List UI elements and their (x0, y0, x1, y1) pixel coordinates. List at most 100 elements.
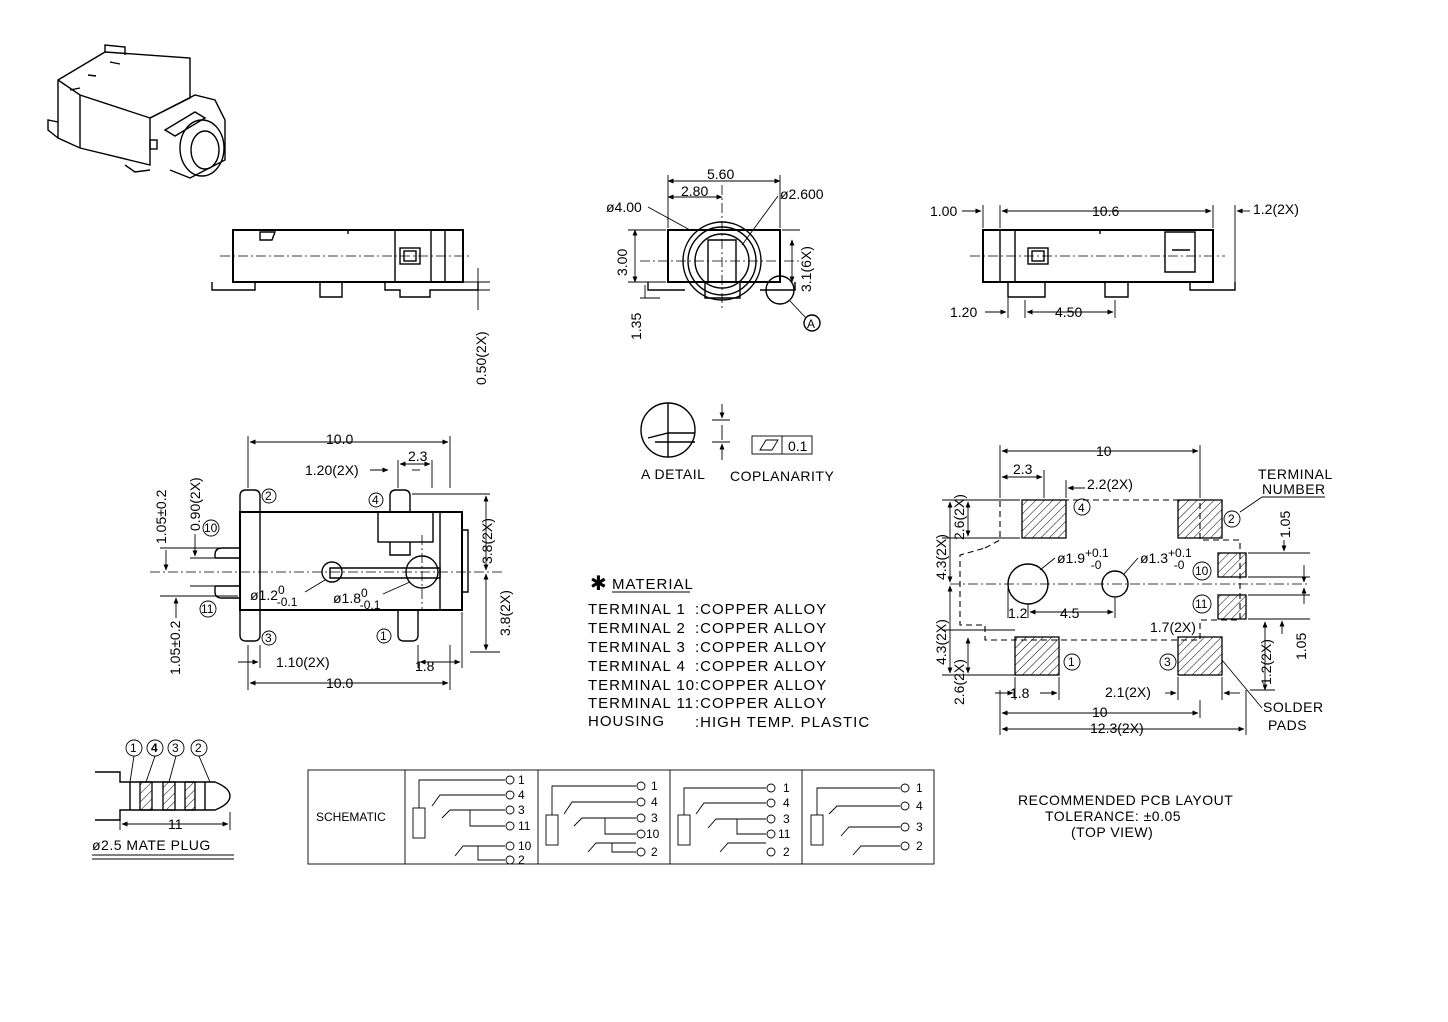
coplanarity-label: COPLANARITY (730, 468, 834, 484)
material-part: TERMINAL 10 (588, 677, 695, 694)
detail-ref-a: A (807, 317, 815, 331)
material-value: :COPPER ALLOY (695, 695, 827, 712)
plug-terminal-1: 1 (130, 741, 137, 755)
dim-upper-half: 3.8(2X) (479, 518, 495, 564)
material-value: :COPPER ALLOY (695, 658, 827, 675)
material-part: HOUSING (588, 713, 665, 730)
pcb-terminal-4: 4 (1078, 501, 1085, 515)
dim-pad-width: 1.10(2X) (276, 654, 330, 670)
pin-label: 1 (518, 773, 525, 787)
pcb-dim-pad-width-bottom: 2.1(2X) (1105, 684, 1151, 700)
dim-pin-width: 1.20(2X) (305, 462, 359, 478)
schematic-variant-2: 1 4 3 10 2 (545, 779, 660, 859)
pcb-terminal-2: 2 (1228, 512, 1235, 526)
dim-side-pin-top: 1.05±0.2 (153, 489, 169, 544)
pin-label: 11 (518, 819, 531, 833)
dim-pin1-offset: 1.8 (415, 658, 435, 674)
side-view-left: 0.50(2X) (211, 229, 490, 385)
material-part: TERMINAL 1 (588, 601, 686, 618)
bottom-terminal-4: 4 (372, 493, 379, 507)
solder-pad (1177, 499, 1223, 539)
schematic-label: SCHEMATIC (316, 810, 386, 824)
dim-width: 5.60 (707, 166, 734, 182)
dim-center-height: 1.35 (628, 313, 644, 340)
bottom-terminal-2: 2 (265, 489, 272, 503)
material-table: ✱ MATERIAL TERMINAL 1 :COPPER ALLOY TERM… (588, 573, 870, 731)
dim-inner-dia: ø2.600 (780, 186, 824, 202)
dim-side-pin-width: 0.90(2X) (187, 477, 203, 531)
solder-pad (1177, 636, 1223, 676)
pcb-notes: RECOMMENDED PCB LAYOUT TOLERANCE: ±0.05 … (1018, 792, 1233, 840)
pcb-dim-side-pad-top: 1.05 (1277, 511, 1293, 538)
bottom-terminal-3: 3 (265, 631, 272, 645)
dim-pin-spacing: 4.50 (1055, 304, 1082, 320)
solder-pad (1021, 499, 1067, 539)
material-rows: TERMINAL 1 :COPPER ALLOY TERMINAL 2 :COP… (588, 601, 870, 731)
solder-pads-label: PADS (1268, 717, 1307, 733)
pin-label: 10 (518, 839, 532, 853)
material-part: TERMINAL 2 (588, 620, 686, 637)
pcb-dim-pad-height-right: 1.2(2X) (1258, 639, 1274, 685)
material-part: TERMINAL 11 (588, 695, 694, 712)
pin-label: 10 (646, 827, 660, 841)
pcb-dim-pad-width: 2.2(2X) (1087, 476, 1133, 492)
schematic-variant-4: 1 4 3 2 (810, 781, 923, 856)
material-heading: MATERIAL (612, 576, 694, 593)
dim-lower-half: 3.8(2X) (497, 590, 513, 636)
pin-label: 11 (778, 827, 791, 841)
pcb-dim-hole-spacing: 4.5 (1060, 605, 1080, 621)
solder-pad (1217, 594, 1247, 620)
asterisk-icon: ✱ (590, 573, 607, 595)
dim-top-length: 10.0 (326, 431, 353, 447)
front-view: A 5.60 2.80 ø4.00 ø2.600 3.00 3.1(6X) 1.… (606, 166, 824, 340)
bottom-terminal-10: 10 (204, 521, 218, 535)
pcb-layout: 4 2 10 11 1 3 10 2.3 2.2(2X) 2.6(2X) 4.3… (933, 443, 1332, 736)
dim-side-pin-bottom: 1.05±0.2 (167, 620, 183, 675)
material-value: :COPPER ALLOY (695, 601, 827, 618)
plug-length: 11 (168, 816, 183, 832)
bottom-view: 2 4 10 11 3 1 10.0 2.3 1.20(2X) 1.05±0.2… (150, 431, 513, 691)
pin-label: 4 (518, 788, 525, 802)
pcb-dim-side-pad-bottom: 1.05 (1293, 633, 1309, 660)
pin-label: 3 (916, 820, 923, 834)
dim-outer-dia: ø4.00 (606, 199, 642, 215)
dim-pin-height: 0.50(2X) (473, 331, 489, 385)
schematic-variant-1: 1 4 3 11 10 2 (412, 773, 532, 867)
pin-label: 1 (783, 781, 790, 795)
pin-label: 2 (651, 845, 658, 859)
material-value: :HIGH TEMP. PLASTIC (695, 714, 870, 731)
plug-title: ø2.5 MATE PLUG (92, 837, 211, 853)
pcb-dim-overall-width: 12.3(2X) (1090, 720, 1144, 736)
plug-terminal-4: 4 (151, 741, 158, 755)
plug-terminal-2: 2 (195, 741, 202, 755)
schematic-table: SCHEMATIC 1 4 3 11 10 2 1 4 (307, 769, 935, 867)
pcb-dim-top-width: 10 (1096, 443, 1112, 459)
pcb-dim-pad-height-top: 2.6(2X) (951, 494, 967, 540)
isometric-view (47, 44, 226, 179)
material-value: :COPPER ALLOY (695, 620, 827, 637)
pin-label: 4 (651, 795, 658, 809)
dim-front-lip: 1.00 (930, 203, 957, 219)
pcb-dim-pin4-offset: 2.3 (1013, 461, 1033, 477)
dim-bottom-length: 10.0 (326, 675, 353, 691)
a-detail-label: A DETAIL (641, 466, 705, 482)
a-detail: A DETAIL 0.1 COPLANARITY (640, 402, 834, 484)
pin-label: 4 (916, 799, 923, 813)
pcb-dim-bottom-width: 10 (1092, 704, 1108, 720)
pcb-terminal-11: 11 (1195, 597, 1208, 611)
hole-large-dia: ø1.80-0.1 (333, 586, 381, 612)
bottom-terminal-11: 11 (201, 602, 214, 616)
pin-label: 1 (651, 779, 658, 793)
dim-length: 10.6 (1092, 203, 1119, 219)
schematic-variant-3: 1 4 3 11 2 (677, 781, 791, 859)
pcb-hole-small: ø1.3+0.1-0 (1140, 546, 1192, 572)
note-view: (TOP VIEW) (1071, 824, 1153, 840)
dim-half-width: 2.80 (681, 183, 708, 199)
pin-label: 3 (783, 812, 790, 826)
pcb-dim-lower-half: 4.3(2X) (933, 619, 949, 665)
terminal-number-label: NUMBER (1262, 481, 1326, 497)
dim-lead-offset: 1.20 (950, 304, 977, 320)
pcb-dim-pad-height-bottom: 2.6(2X) (951, 659, 967, 705)
dim-height: 3.00 (614, 249, 630, 276)
